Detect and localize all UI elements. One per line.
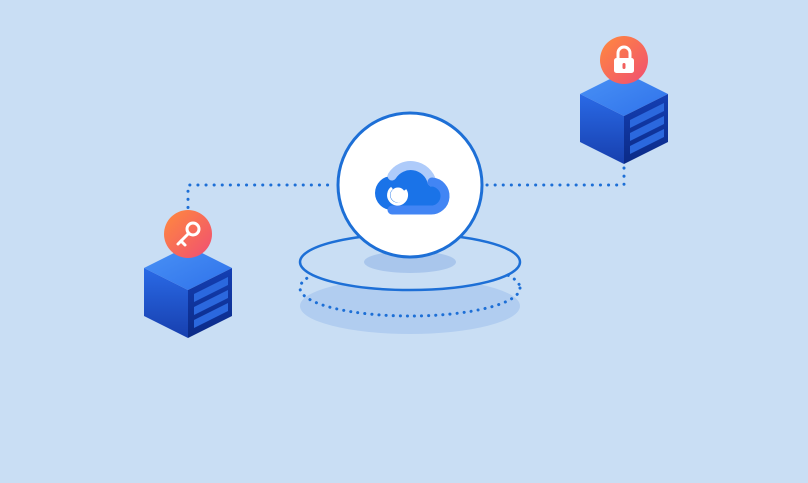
key-badge <box>164 210 212 258</box>
lock-badge <box>600 36 648 84</box>
server-drive-slots <box>630 103 664 154</box>
ring-platform <box>298 232 522 334</box>
connector-right <box>485 148 626 187</box>
server-drive-slots <box>194 277 228 328</box>
google-cloud-icon <box>375 161 450 215</box>
key-icon <box>176 221 201 247</box>
right-server <box>580 36 668 164</box>
lock-icon <box>614 45 634 73</box>
left-server <box>144 210 232 338</box>
cloud-badge <box>336 111 484 259</box>
